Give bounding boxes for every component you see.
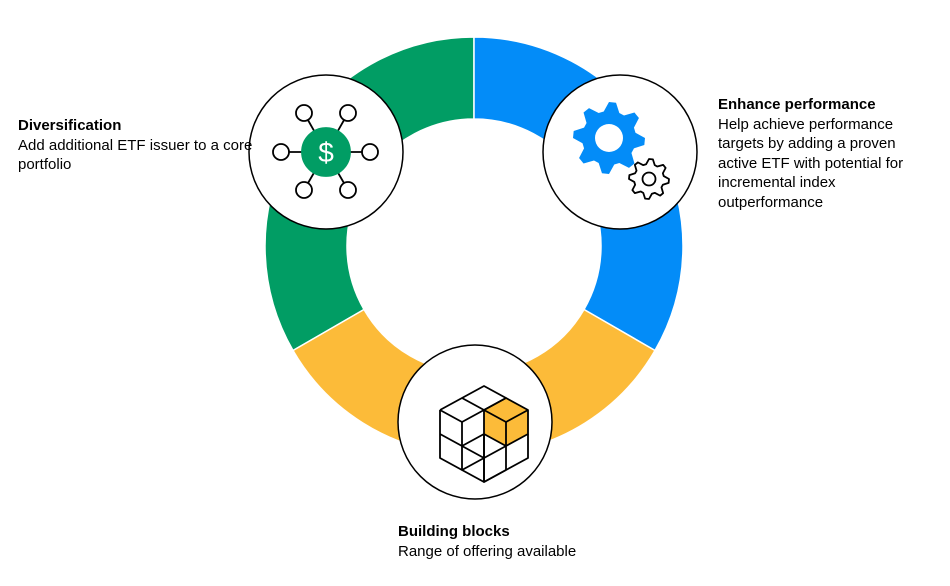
cubes-icon [439,385,529,483]
enhance-performance-description: Help achieve performance targets by addi… [718,115,904,211]
dollar-sign: $ [318,137,334,168]
dollar-coin-icon [301,127,351,177]
enhance-performance-title: Enhance performance [718,96,876,113]
gears-icon [573,102,670,200]
diversification-badge: $ [248,74,404,230]
small-gear-hole [641,171,657,187]
diversification-description: Add additional ETF issuer to a core port… [18,136,253,174]
enhance-performance-badge [542,74,698,230]
building-blocks-description: Range of offering available [398,542,577,560]
building-blocks-badge-circle [397,344,553,500]
network-dollar-icon [272,104,379,199]
enhance-performance-caption: Enhance performance Help achieve perform… [718,95,938,212]
large-gear-icon [573,102,645,174]
building-blocks-title: Building blocks [398,523,510,540]
diversification-title: Diversification [18,117,122,134]
building-blocks-badge [397,344,553,500]
small-gear-icon [628,158,670,200]
building-blocks-caption: Building blocks Range of offering availa… [398,522,638,561]
diversification-caption: Diversification Add additional ETF issue… [18,116,253,175]
